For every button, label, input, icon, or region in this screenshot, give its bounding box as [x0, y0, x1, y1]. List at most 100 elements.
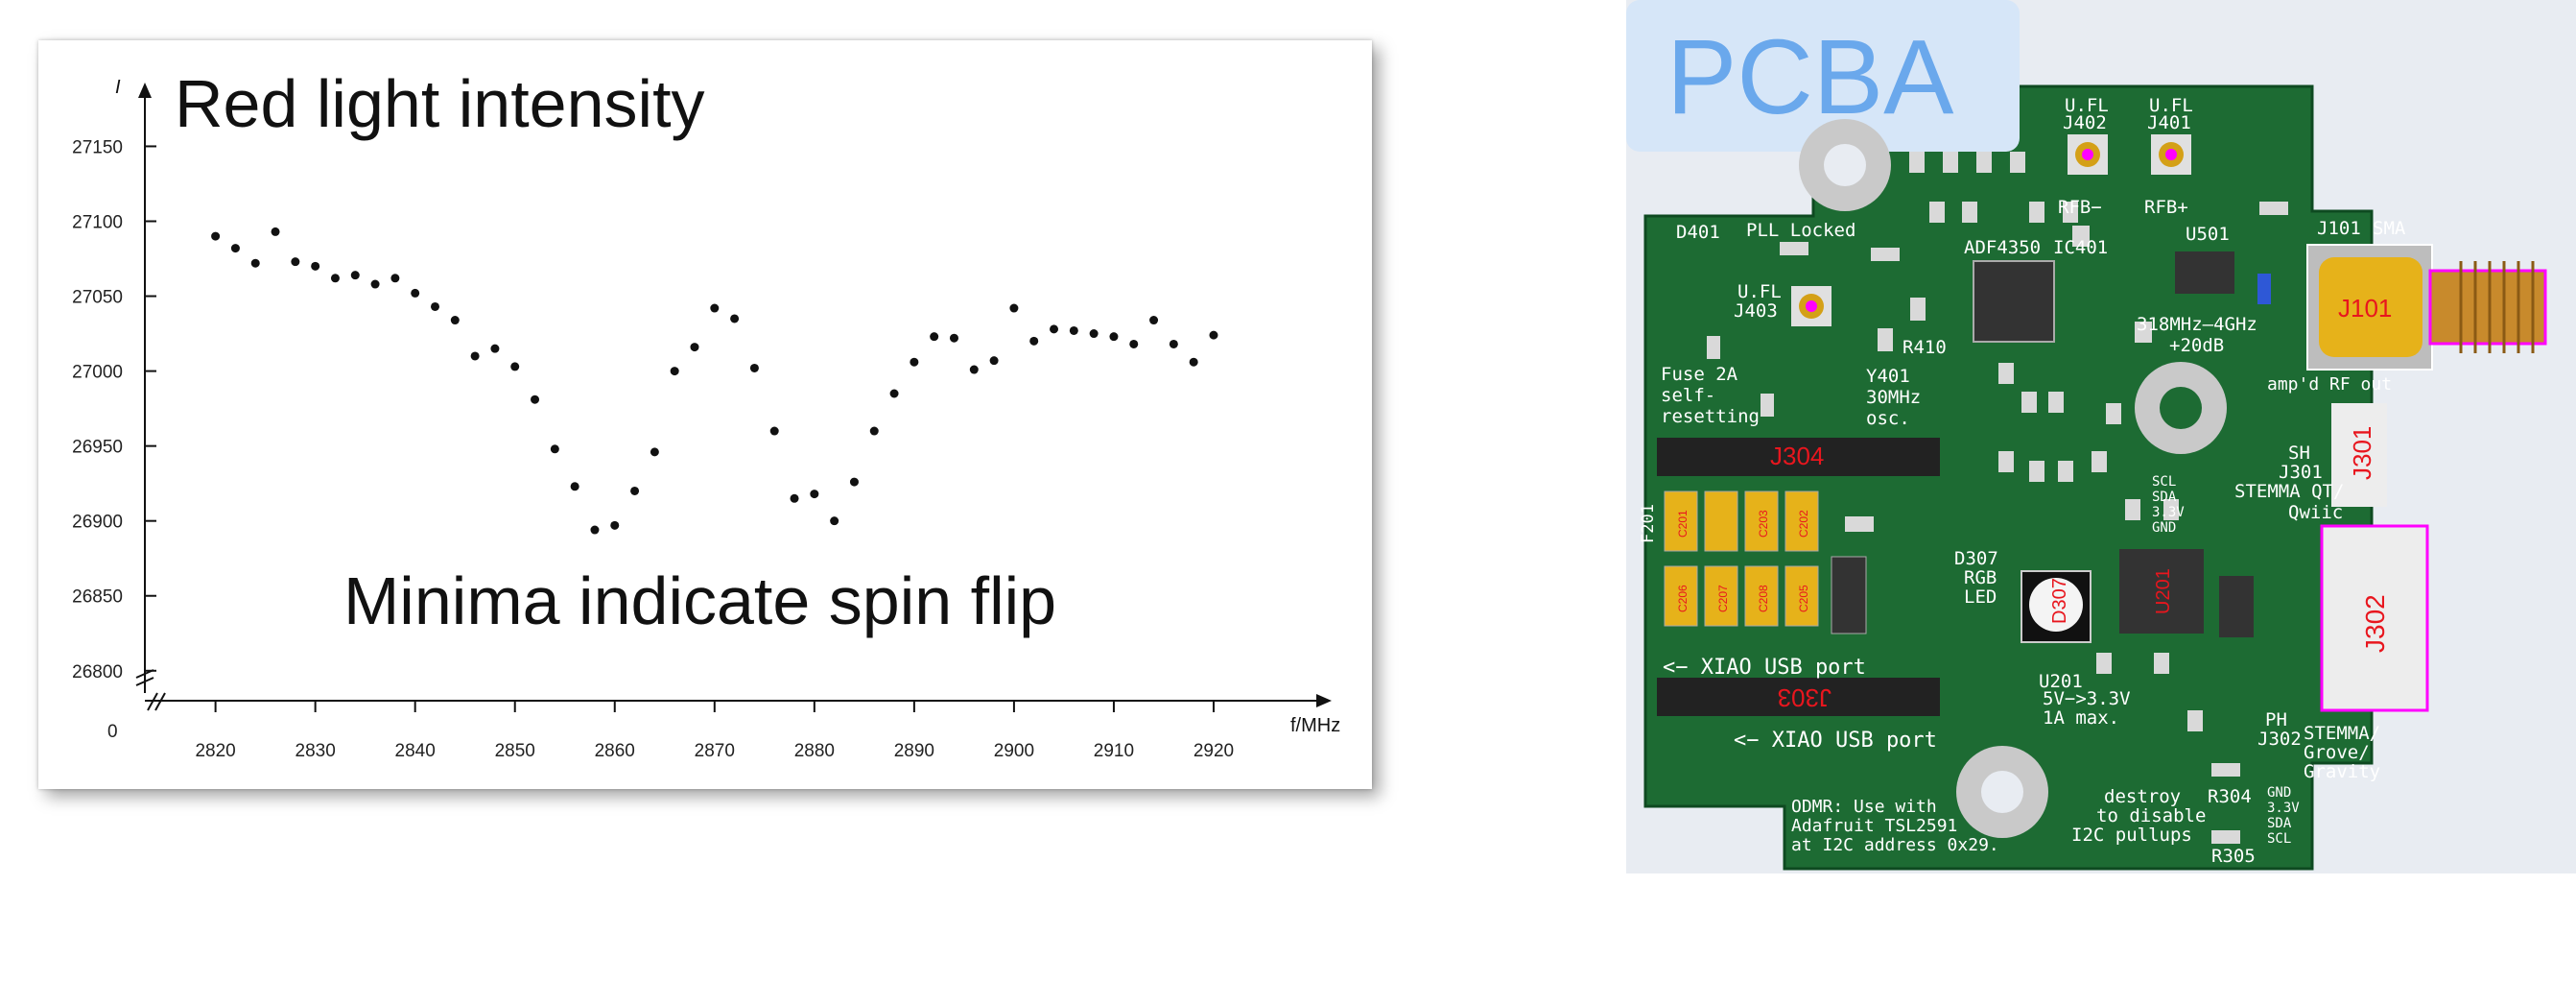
silk-label: J402	[2063, 112, 2107, 133]
data-point	[1169, 339, 1178, 348]
ref-label: C208	[1757, 585, 1770, 612]
silk-label: U501	[2186, 224, 2230, 245]
data-point	[1189, 357, 1198, 367]
silk-label: 5V−>3.3V	[2043, 688, 2131, 709]
silk-label: SDA	[2267, 816, 2292, 831]
ref-label: C207	[1716, 585, 1730, 612]
data-point	[211, 231, 221, 241]
y-tick-label: 26950	[72, 438, 123, 458]
mounting-hole	[1799, 119, 1891, 211]
data-point	[730, 314, 740, 323]
x-tick-label: 2890	[894, 741, 934, 761]
x-tick-label: 2840	[395, 741, 436, 761]
chart-annotation: Minima indicate spin flip	[343, 563, 1056, 638]
silk-label: 1A max.	[2043, 707, 2119, 729]
header-j303	[1657, 678, 1940, 716]
data-point	[670, 367, 679, 376]
silk-label: F201	[1639, 504, 1658, 543]
silk-label: SCL	[2152, 474, 2176, 490]
rgb-led-lens	[2029, 578, 2083, 632]
silk-label: Fuse 2A	[1661, 364, 1738, 385]
regulator-chip	[2119, 549, 2204, 634]
data-point	[570, 482, 579, 491]
silk-label: SH	[2288, 443, 2310, 464]
silk-label: SDA	[2152, 490, 2177, 505]
y-axis-label: I	[115, 77, 121, 98]
data-point	[749, 363, 759, 372]
silk-label: osc.	[1866, 408, 1910, 429]
data-point	[710, 303, 720, 313]
silk-label: resetting	[1661, 406, 1760, 427]
x-axis-label: f/MHz	[1290, 715, 1340, 736]
ref-label: C206	[1676, 585, 1690, 612]
silk-label: Qwiic	[2288, 502, 2343, 523]
ufl-connector	[2151, 134, 2191, 175]
silk-label: 318MHz–4GHz	[2137, 314, 2257, 335]
data-point	[510, 362, 520, 371]
silk-label: LED	[1964, 586, 1997, 608]
silk-label: ODMR: Use with	[1791, 797, 1937, 817]
data-point	[550, 444, 559, 454]
data-point	[271, 227, 280, 236]
ref-label: D307	[2049, 578, 2070, 624]
silk-label: J401	[2147, 112, 2191, 133]
data-point	[790, 493, 799, 503]
silk-label: J301	[2279, 462, 2323, 483]
ufl-connector	[1791, 286, 1832, 326]
silk-label: R410	[1902, 337, 1947, 358]
y-tick-label: 27150	[72, 137, 123, 157]
silk-label: STEMMA QT/	[2234, 481, 2344, 502]
data-point	[430, 301, 439, 311]
x-tick-label: 2820	[195, 741, 235, 761]
data-point	[1009, 303, 1019, 313]
chart-points	[211, 227, 1218, 535]
x-tick-label: 2900	[994, 741, 1034, 761]
silk-label: STEMMA/	[2304, 723, 2380, 744]
silk-label: D401	[1676, 222, 1720, 243]
silk-label: Gravity	[2304, 761, 2380, 782]
reference-designators: J304 J303 J301 J302 J101 D307 U201 C201 …	[1676, 294, 2392, 712]
ref-label: U201	[2153, 568, 2174, 614]
y-axis-arrow	[138, 83, 152, 98]
silk-label: U.FL	[2149, 95, 2193, 116]
silk-label: D307	[1954, 548, 1998, 569]
jst-j301	[2331, 403, 2387, 507]
silk-label: +20dB	[2169, 335, 2224, 356]
silk-label: RFB−	[2058, 197, 2102, 218]
data-point	[1109, 332, 1119, 342]
data-point	[610, 520, 620, 530]
data-point	[230, 244, 240, 253]
data-point	[330, 274, 340, 283]
data-point	[450, 316, 460, 325]
silk-label: 3.3V	[2152, 505, 2185, 520]
silk-label: RGB	[1964, 567, 1997, 588]
origin-label: 0	[107, 722, 118, 742]
silk-label: RFB+	[2144, 197, 2188, 218]
silk-label: U.FL	[2065, 95, 2109, 116]
y-tick-label: 26800	[72, 662, 123, 682]
ref-label: J302	[2360, 594, 2390, 653]
x-tick-label: 2880	[794, 741, 835, 761]
ref-label: J301	[2348, 426, 2376, 480]
banner-bg	[1626, 0, 2020, 152]
silk-label: I2C pullups	[2071, 825, 2192, 846]
x-tick-label: 2910	[1094, 741, 1134, 761]
data-point	[810, 490, 819, 499]
data-point	[930, 332, 939, 342]
ufl-connector	[2068, 134, 2108, 175]
ref-label: C203	[1757, 510, 1770, 538]
silk-label: SMA	[2373, 218, 2406, 239]
data-point	[1050, 324, 1059, 334]
silk-label: Adafruit TSL2591	[1791, 816, 1957, 836]
silk-label: self-	[1661, 385, 1715, 406]
data-point	[390, 274, 400, 283]
ref-label: C201	[1676, 510, 1690, 538]
data-point	[590, 525, 600, 535]
data-point	[849, 477, 859, 487]
silk-label: SCL	[2267, 831, 2291, 847]
data-point	[989, 356, 999, 366]
diode-chip	[2219, 576, 2254, 637]
